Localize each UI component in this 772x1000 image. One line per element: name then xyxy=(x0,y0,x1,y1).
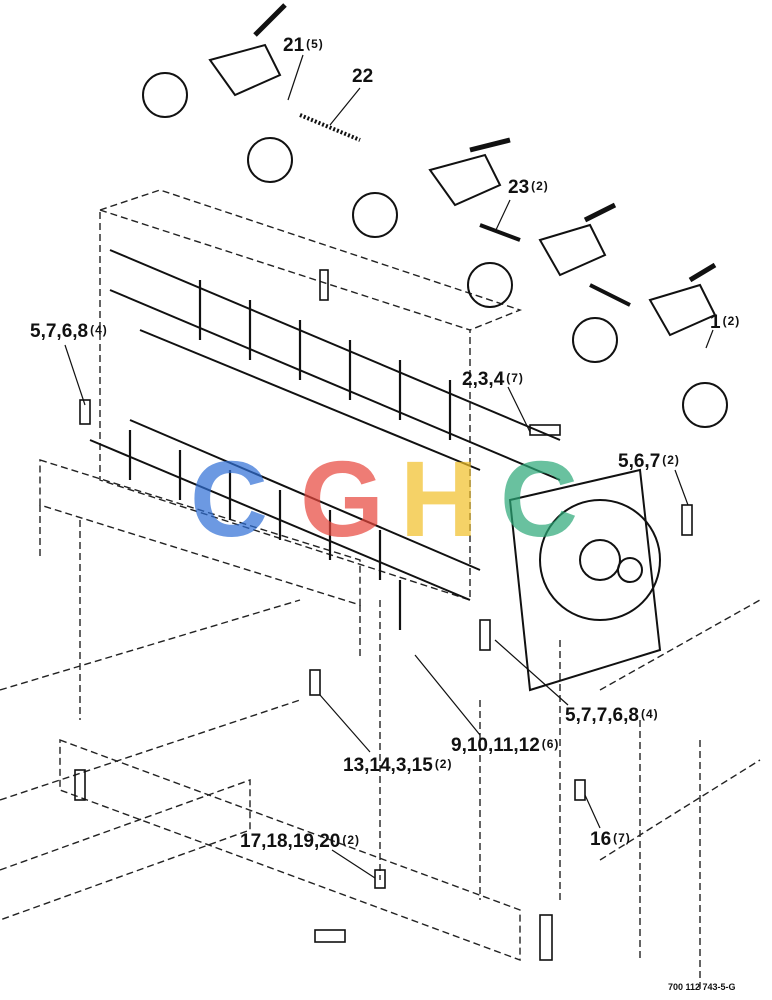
callout-22: 22 xyxy=(352,66,374,87)
drawing-number: 700 112 743-5-G xyxy=(668,982,736,992)
spring-row xyxy=(128,280,452,630)
gear-assembly xyxy=(508,468,662,692)
frame-chassis xyxy=(0,189,761,990)
watermark-letter: C xyxy=(500,438,578,559)
callout-21: 21(5) xyxy=(283,35,324,56)
watermark-letter: G xyxy=(300,438,385,559)
callout-16: 16(7) xyxy=(590,829,631,850)
callout-2-3-4: 2,3,4(7) xyxy=(462,369,524,390)
callout-5-7-6-8: 5,7,6,8(4) xyxy=(30,321,108,342)
fasteners xyxy=(74,269,693,961)
watermark-letter: H xyxy=(400,438,478,559)
assembly-shaft xyxy=(89,249,561,601)
callout-5-7-7-6-8: 5,7,7,6,8(4) xyxy=(565,705,659,726)
callout-5-6-7: 5,6,7(2) xyxy=(618,451,680,472)
callout-23: 23(2) xyxy=(508,177,549,198)
upper-knotter-chain xyxy=(142,3,728,428)
callout-9-10-11-12: 9,10,11,12(6) xyxy=(451,735,560,756)
watermark-letter: C xyxy=(190,438,268,559)
callout-17-18-19-20: 17,18,19,20(2) xyxy=(240,831,361,852)
callout-13-14-3-15: 13,14,3,15(2) xyxy=(343,755,453,776)
leader-lines xyxy=(64,54,714,879)
callout-1: 1(2) xyxy=(710,312,741,333)
